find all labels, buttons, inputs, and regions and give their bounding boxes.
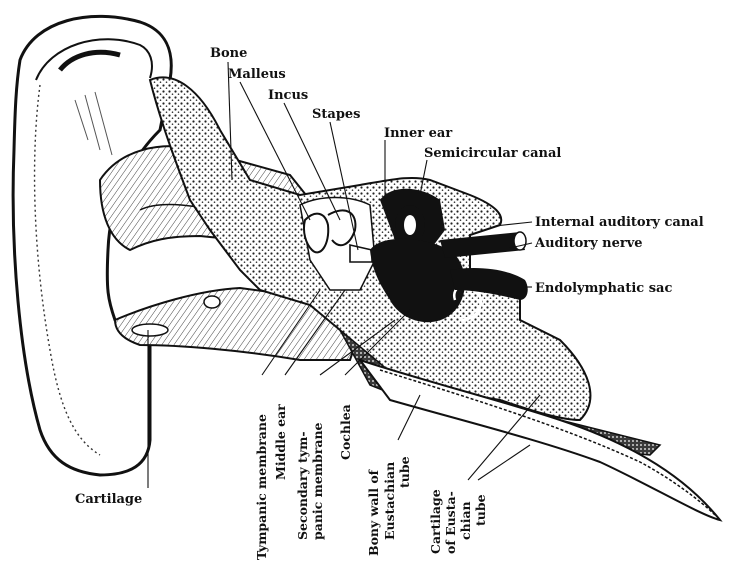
label-inner-ear: Inner ear	[384, 126, 452, 141]
label-bone: Bone	[210, 46, 247, 61]
label-incus: Incus	[268, 88, 308, 103]
label-tympanic-membrane: Tympanic membrane	[254, 414, 269, 560]
label-cart-eust-4: tube	[473, 494, 488, 526]
label-stapes: Stapes	[312, 107, 361, 122]
label-secondary-tym-2: panic membrane	[310, 422, 325, 540]
label-cartilage: Cartilage	[75, 492, 142, 507]
label-semicircular-canal: Semicircular canal	[424, 146, 561, 161]
vertical-labels: Tympanic membrane Middle ear Secondary t…	[254, 404, 488, 560]
label-secondary-tym-1: Secondary tym-	[295, 431, 310, 540]
label-endolymphatic-sac: Endolymphatic sac	[535, 281, 672, 296]
label-bony-wall-1: Bony wall of	[366, 468, 381, 556]
label-auditory-nerve: Auditory nerve	[534, 236, 643, 251]
label-bony-wall-2: Eustachian	[382, 462, 397, 540]
label-internal-auditory-canal: Internal auditory canal	[535, 215, 704, 230]
label-bony-wall-3: tube	[397, 456, 412, 488]
label-malleus: Malleus	[228, 67, 286, 82]
label-middle-ear: Middle ear	[273, 404, 288, 480]
label-cart-eust-1: Cartilage	[428, 489, 443, 554]
label-cart-eust-2: of Eusta-	[443, 491, 458, 554]
label-cochlea: Cochlea	[338, 404, 353, 460]
label-cart-eust-3: chian	[458, 501, 473, 540]
